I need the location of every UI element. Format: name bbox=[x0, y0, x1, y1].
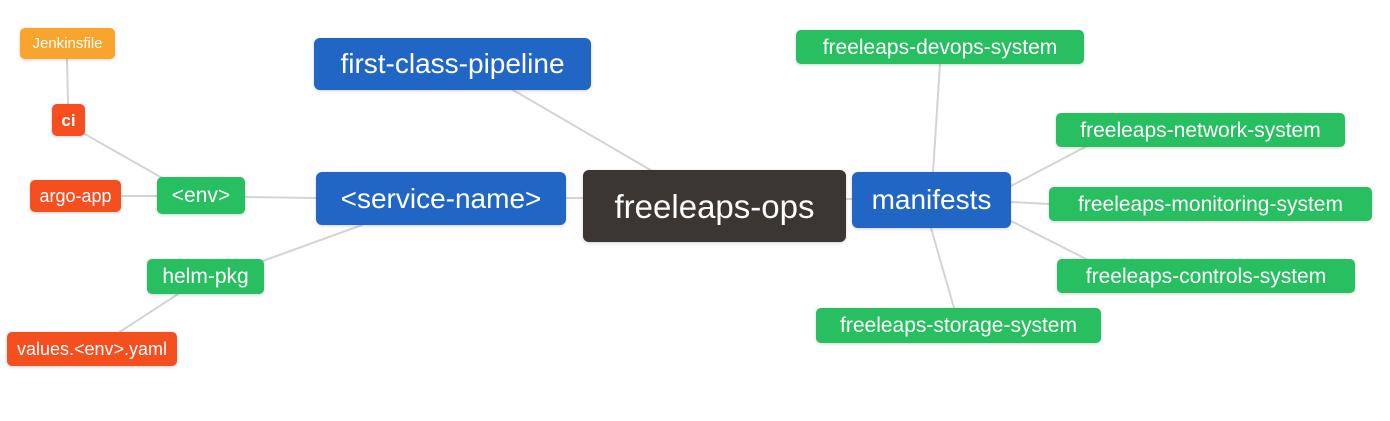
edge-manifests-devops-system bbox=[932, 63, 941, 173]
edge-helm-pkg-values-env-yaml bbox=[117, 293, 179, 334]
node-jenkinsfile[interactable]: Jenkinsfile bbox=[20, 28, 115, 59]
node-env[interactable]: <env> bbox=[157, 177, 245, 214]
edge-manifests-storage-system bbox=[930, 227, 955, 309]
node-values-env-yaml[interactable]: values.<env>.yaml bbox=[7, 332, 177, 366]
node-freeleaps-ops-root[interactable]: freeleaps-ops bbox=[583, 170, 846, 242]
edge-manifests-monitoring-system bbox=[1010, 201, 1050, 205]
node-manifests[interactable]: manifests bbox=[852, 172, 1011, 228]
edge-pipeline-freeleaps-ops bbox=[512, 89, 655, 173]
node-first-class-pipeline[interactable]: first-class-pipeline bbox=[314, 38, 591, 90]
edge-manifests-controls-system bbox=[1010, 220, 1091, 262]
node-freeleaps-storage-system[interactable]: freeleaps-storage-system bbox=[816, 308, 1101, 343]
node-argo-app[interactable]: argo-app bbox=[30, 180, 121, 212]
node-service-name[interactable]: <service-name> bbox=[316, 172, 566, 225]
node-ci[interactable]: ci bbox=[52, 104, 85, 136]
node-helm-pkg[interactable]: helm-pkg bbox=[147, 259, 264, 294]
edge-ci-env bbox=[82, 132, 165, 180]
node-freeleaps-monitoring-system[interactable]: freeleaps-monitoring-system bbox=[1049, 187, 1372, 221]
edge-service-name-helm-pkg bbox=[259, 224, 363, 263]
node-freeleaps-controls-system[interactable]: freeleaps-controls-system bbox=[1057, 259, 1355, 293]
edge-jenkinsfile-ci bbox=[66, 58, 69, 105]
edge-manifests-network-system bbox=[1010, 146, 1086, 187]
node-freeleaps-devops-system[interactable]: freeleaps-devops-system bbox=[796, 30, 1084, 64]
node-freeleaps-network-system[interactable]: freeleaps-network-system bbox=[1056, 113, 1345, 147]
edge-env-service-name bbox=[244, 196, 317, 199]
